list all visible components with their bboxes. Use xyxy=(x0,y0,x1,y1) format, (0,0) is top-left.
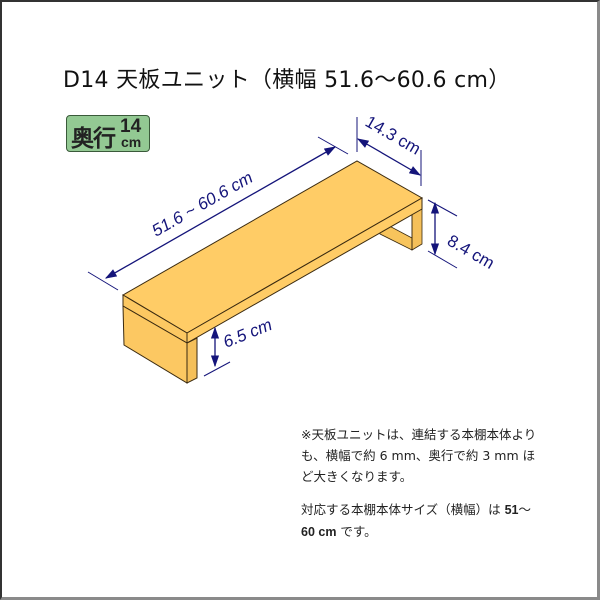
compatible-min: 51 xyxy=(504,503,519,517)
size-note-line: ど大きくなります。 xyxy=(301,469,413,484)
left-leg xyxy=(122,305,198,384)
size-note-line: ※天板ユニットは、連結する本棚本体より xyxy=(301,427,537,442)
height-dimension: 8.4 cm xyxy=(427,199,498,273)
depth-label: 14.3 cm xyxy=(362,112,424,159)
compatible-tilde: 〜 xyxy=(518,502,532,517)
height-label: 8.4 cm xyxy=(444,231,498,273)
compatible-size-note: 対応する本棚本体サイズ（横幅）は 51〜 60 cm です。 xyxy=(301,499,531,543)
top-board xyxy=(122,160,424,344)
clearance-label: 6.5 cm xyxy=(220,315,274,352)
compatible-suffix: です。 xyxy=(336,524,377,539)
compatible-prefix: 対応する本棚本体サイズ（横幅）は xyxy=(301,502,505,517)
size-note: ※天板ユニットは、連結する本棚本体より も、横幅で約 6 mm、奥行で約 3 m… xyxy=(301,424,536,487)
size-note-line: も、横幅で約 6 mm、奥行で約 3 mm ほ xyxy=(301,448,536,463)
depth-badge: 奥行 14 cm xyxy=(66,115,150,152)
compatible-max: 60 cm xyxy=(301,525,337,539)
page-title: D14 天板ユニット（横幅 51.6〜60.6 cm） xyxy=(63,68,511,93)
depth-badge-unit: cm xyxy=(121,134,142,150)
depth-badge-value: 14 xyxy=(120,116,142,137)
